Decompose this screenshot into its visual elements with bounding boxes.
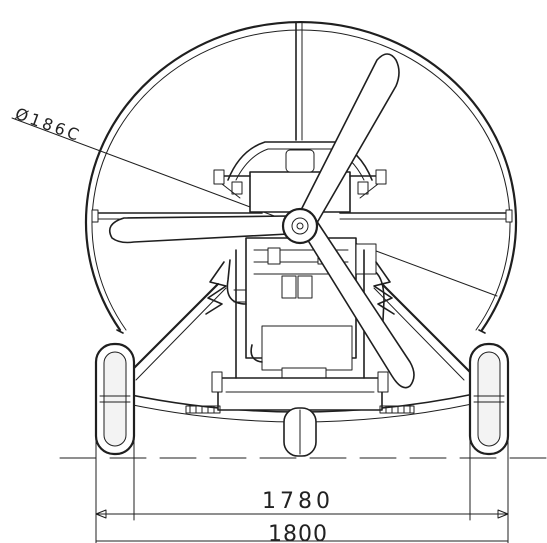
outer-track-width-label: 1800 [268,522,328,543]
left-wheel-icon [94,342,136,456]
right-wheel-icon [468,342,510,456]
propeller-diameter-label: Ø186C [13,104,85,146]
landing-gear [125,249,475,423]
suspension-springs [205,261,395,315]
dimension-lines [95,359,509,543]
nose-wheel-icon [283,407,317,457]
inner-track-width-label: 1780 [262,489,334,514]
propeller-icon [108,53,415,389]
seat-frame [213,141,387,213]
diameter-leader-line [11,117,286,221]
